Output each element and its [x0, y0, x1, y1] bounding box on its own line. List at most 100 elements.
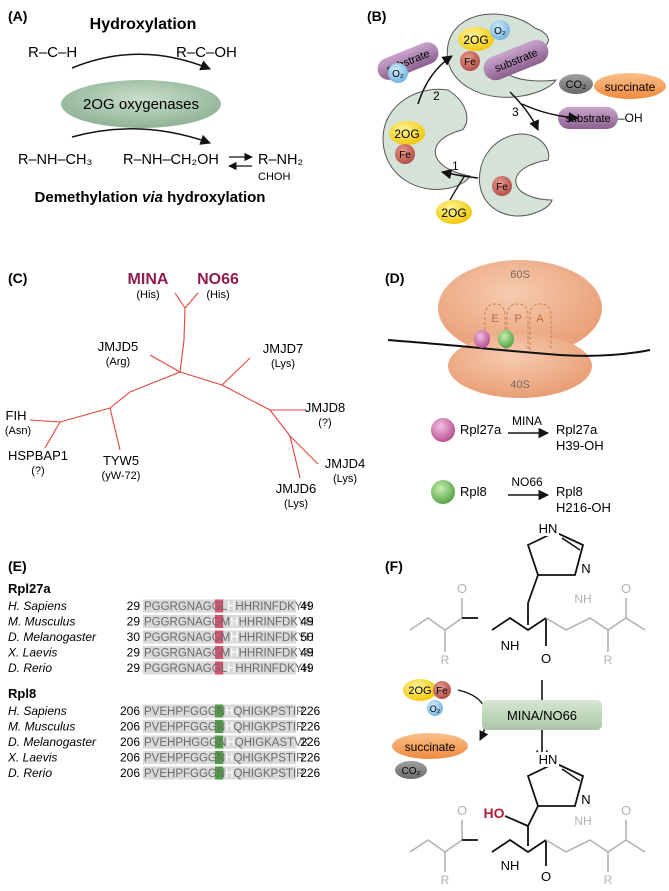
branch-no66	[184, 292, 199, 309]
sequence-text: PGGRGNAGGMHHHRINFDKYH	[144, 648, 314, 660]
sequence-start: 29	[127, 615, 141, 629]
sequence-start: 206	[120, 735, 140, 749]
leaf-jmjd5: JMJD5	[98, 339, 138, 354]
fe-label-top: Fe	[464, 57, 476, 68]
sequence-text: PVEHPFGGGNHQHIGKPSTIR	[144, 768, 304, 780]
sequence-target-residue: H	[227, 601, 235, 613]
sequence-post: HHRINFDKYH	[239, 648, 314, 660]
o-label-far-right-top: O	[621, 581, 631, 596]
backbone-grey-right-bottom	[545, 839, 646, 853]
rpl27a-product-site: H39-OH	[556, 438, 604, 453]
o-label-left-bottom: O	[457, 803, 467, 818]
cb-oh-bond	[504, 815, 529, 827]
n-bg-bottom	[580, 792, 593, 807]
leaf-jmjd7: JMJD7	[263, 341, 303, 356]
og-oval-input	[436, 200, 472, 224]
panel-e-letter: (E)	[8, 558, 27, 574]
fe-circle-f	[433, 681, 451, 699]
hn-bg-bottom	[537, 752, 559, 767]
sequence-target-residue: H	[225, 753, 233, 765]
arrow-step1	[440, 168, 479, 180]
panel-f: (F) HN N O R NH O O R	[385, 521, 646, 887]
ring-to-cb-top	[527, 574, 539, 604]
sequence-end: 226	[300, 751, 320, 765]
sequence-text: PGGRGNAGGLHHHRINFDKYH	[144, 663, 311, 675]
mina-enzyme-label: MINA	[512, 414, 542, 428]
sequence-start: 29	[127, 661, 141, 675]
site-a-outline	[529, 303, 552, 350]
o2-label-top: O₂	[494, 26, 506, 37]
o-label-left-top: O	[457, 581, 467, 596]
sequence-text: PGGRGNAGGMHHHRINFDKYH	[144, 617, 314, 629]
co2-label-f: CO₂	[402, 766, 421, 777]
rpl27a-legend-dot	[431, 418, 455, 442]
sequence-target-residue: H	[230, 648, 238, 660]
o2-circle-free	[388, 63, 408, 83]
no66-enzyme-label: NO66	[511, 475, 543, 489]
product-choh: CHOH	[258, 171, 290, 183]
leaf-jmjd6-sub: (Lys)	[284, 498, 308, 510]
branch-tyw5	[109, 407, 121, 451]
sequence-target-residue: H	[225, 706, 233, 718]
enzyme-right	[478, 133, 553, 217]
o-label-right-bottom: O	[541, 869, 551, 884]
sequence-post: QHIGKPSTIR	[233, 706, 304, 718]
hn-label-top: HN	[539, 521, 558, 536]
imidazole-double-bond-bottom	[561, 768, 581, 782]
r-label-left-bottom: R	[441, 873, 450, 886]
sequence-start: 206	[120, 766, 140, 780]
backbone-grey-left-bottom	[409, 839, 463, 853]
ribosome-40s	[448, 334, 592, 398]
backbone-top: O R NH O O R NH	[409, 581, 646, 667]
arrow-step3	[509, 91, 539, 131]
species-label: D. Melanogaster	[8, 630, 97, 644]
o2-label-f: O₂	[430, 704, 441, 714]
nh-label-bottom: NH	[501, 858, 520, 873]
hydroxylation-title: Hydroxylation	[90, 16, 197, 33]
sequence-highlight	[215, 661, 224, 675]
rpl8-product-name: Rpl8	[556, 484, 583, 499]
succinate-label: succinate	[605, 80, 656, 94]
sequence-pre: PGGRGNAGGM	[144, 632, 230, 644]
histidine-top: HN N	[526, 521, 593, 625]
sequence-end: 226	[300, 720, 320, 734]
step1-label: 1	[452, 159, 459, 173]
leaf-mina: MINA	[128, 271, 169, 288]
leaf-hspbap1-sub: (?)	[31, 465, 44, 477]
nh-label-top: NH	[501, 638, 520, 653]
site-e-label: E	[491, 313, 498, 325]
succinate-oval	[594, 73, 666, 99]
backbone-grey-right-top	[545, 617, 646, 631]
alignment-title-rpl27a: Rpl27a	[8, 581, 51, 596]
substrate-pill-bound	[483, 39, 549, 81]
rpl8-legend-dot	[431, 480, 455, 504]
sequence-end: 49	[300, 646, 314, 660]
sequence-target-residue: H	[227, 663, 235, 675]
fe-label-left: Fe	[399, 150, 411, 161]
leaf-jmjd5-sub: (Arg)	[106, 356, 130, 368]
sequence-highlight	[215, 751, 224, 764]
trna-sites	[484, 303, 552, 350]
sequence-post: HHRINFDKYH	[235, 601, 310, 613]
demethylation-title-part2: hydroxylation	[163, 189, 266, 206]
sequence-pre: PVEHPFGGGN	[144, 706, 225, 718]
n-bg-top	[580, 561, 593, 576]
branch-right-down	[221, 384, 271, 411]
sequence-post: QHIGKPSTIR	[233, 768, 304, 780]
rpl27a-label: Rpl27a	[460, 422, 502, 437]
sequence-start: 29	[127, 599, 141, 613]
site-p-outline	[506, 303, 529, 350]
arrow-step1-input	[449, 176, 465, 201]
rpl27a-ribosome-dot	[474, 330, 490, 348]
leaf-fih: FIH	[6, 408, 27, 423]
product-rnh2: R–NH₂	[258, 152, 303, 168]
branch-mina	[174, 292, 186, 309]
panel-a-letter: (A)	[8, 8, 27, 24]
og-label-input: 2OG	[441, 206, 466, 220]
reactant-rch: R–C–H	[28, 44, 77, 61]
og-label-top: 2OG	[463, 33, 488, 47]
sequence-post: QHIGKPSTIR	[233, 753, 304, 765]
site-a-label: A	[536, 313, 544, 325]
backbone-black-bottom	[491, 838, 547, 854]
